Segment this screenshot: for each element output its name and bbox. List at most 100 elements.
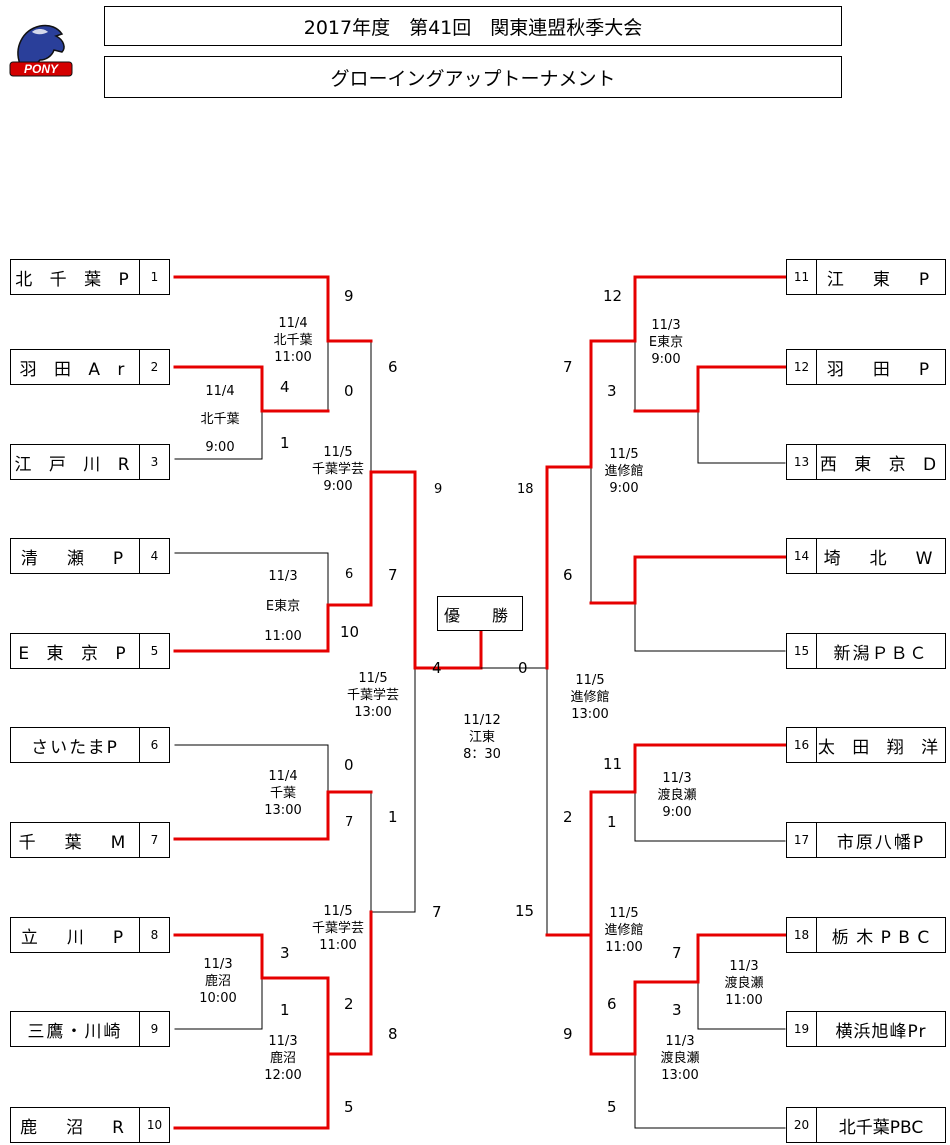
game-date: 11/12 [463, 713, 501, 728]
game-time: 11:00 [319, 938, 357, 953]
champion-box: 優 勝 [437, 596, 523, 631]
game-time: 13:00 [661, 1068, 699, 1083]
score: 9 [434, 482, 443, 497]
game-venue: 渡良瀬 [660, 1051, 700, 1066]
team-number: 18 [787, 918, 817, 952]
game-info: 11/4 北千葉 11:00 [263, 315, 323, 366]
score: 4 [432, 659, 442, 677]
score: 7 [345, 815, 354, 830]
team-name: 羽 田 A r [19, 359, 131, 380]
game-info: 11/3 渡良瀬 11:00 [714, 958, 774, 1009]
score: 15 [515, 902, 535, 920]
team-entry: 20 北千葉PBC [786, 1107, 946, 1143]
game-info: 11/3 鹿沼 12:00 [253, 1033, 313, 1084]
team-name: E 東 京 P [18, 643, 132, 664]
game-time: 11:00 [274, 350, 312, 365]
team-name: 江 東 P [826, 269, 936, 290]
game-venue: 渡良瀬 [724, 976, 764, 991]
team-name: 北千葉PBC [838, 1117, 924, 1138]
game-time: 13:00 [571, 707, 609, 722]
page-title-text: 2017年度 第41回 関東連盟秋季大会 [303, 16, 643, 39]
game-info: 11/3 E東京 11:00 [253, 562, 313, 652]
game-info: 11/3 渡良瀬 13:00 [650, 1033, 710, 1084]
score: 8 [388, 1025, 398, 1043]
game-info: 11/5 進修館 9:00 [594, 446, 654, 497]
game-time: 9:00 [651, 352, 681, 367]
score: 5 [344, 1098, 354, 1116]
team-number: 20 [787, 1108, 817, 1142]
page-subtitle-text: グローイングアップトーナメント [330, 67, 616, 90]
game-date: 11/4 [268, 769, 298, 784]
team-name: 市原八幡P [836, 832, 926, 853]
team-name: さいたまP [31, 737, 119, 758]
game-venue: E東京 [648, 335, 684, 350]
bracket-lines-winners-right [545, 275, 787, 1056]
score: 0 [518, 659, 528, 677]
game-date: 11/3 [268, 1034, 298, 1049]
game-time: 13:00 [354, 705, 392, 720]
team-number: 15 [787, 634, 817, 668]
score: 1 [280, 434, 290, 452]
team-name: 清 瀬 P [20, 548, 130, 569]
team-number: 2 [139, 350, 169, 384]
team-number: 10 [139, 1108, 169, 1142]
team-number: 8 [139, 918, 169, 952]
game-date: 11/3 [665, 1034, 695, 1049]
game-date: 11/4 [205, 384, 235, 399]
game-info: 11/5 進修館 11:00 [594, 905, 654, 956]
team-number: 5 [139, 634, 169, 668]
score: 1 [607, 813, 617, 831]
game-date: 11/5 [323, 904, 353, 919]
bracket-lines-winners-left [173, 275, 483, 1130]
score: 5 [607, 1098, 617, 1116]
game-venue: 鹿沼 [269, 1051, 296, 1066]
game-date: 11/5 [323, 445, 353, 460]
score: 3 [607, 382, 617, 400]
game-time: 11:00 [725, 993, 763, 1008]
team-name: 羽 田 P [826, 359, 936, 380]
game-venue: 渡良瀬 [657, 788, 697, 803]
game-date: 11/3 [729, 959, 759, 974]
game-venue: 北千葉 [200, 412, 240, 427]
game-info: 11/4 千葉 13:00 [253, 768, 313, 819]
team-entry: 羽 田 A r 2 [10, 349, 170, 385]
game-time: 9:00 [205, 440, 235, 455]
team-number: 16 [787, 728, 817, 762]
game-date: 11/5 [609, 906, 639, 921]
game-date: 11/5 [609, 447, 639, 462]
score: 1 [280, 1001, 290, 1019]
logo-text: PONY [24, 62, 59, 76]
game-venue: 北千葉 [273, 333, 313, 348]
score: 7 [672, 944, 682, 962]
score: 6 [345, 567, 354, 582]
score: 6 [607, 995, 617, 1013]
team-number: 9 [139, 1012, 169, 1046]
score: 0 [344, 756, 354, 774]
game-venue: 進修館 [570, 690, 610, 705]
game-venue: 江東 [468, 730, 495, 745]
team-number: 11 [787, 260, 817, 294]
game-time: 8：30 [463, 747, 501, 762]
game-date: 11/3 [662, 771, 692, 786]
game-time: 9:00 [609, 481, 639, 496]
game-date: 11/3 [268, 569, 298, 584]
team-name: 埼 北 W [823, 548, 939, 569]
page-title: 2017年度 第41回 関東連盟秋季大会 [104, 6, 842, 46]
game-info: 11/5 千葉学芸 13:00 [325, 670, 421, 721]
team-entry: 立 川 P 8 [10, 917, 170, 953]
game-venue: 進修館 [604, 923, 644, 938]
score: 6 [388, 358, 398, 376]
score: 0 [344, 382, 354, 400]
team-name: 三鷹・川崎 [27, 1021, 123, 1042]
team-name: 立 川 P [20, 927, 130, 948]
score: 12 [603, 287, 623, 305]
game-venue: 千葉学芸 [346, 688, 399, 703]
team-entry: E 東 京 P 5 [10, 633, 170, 669]
